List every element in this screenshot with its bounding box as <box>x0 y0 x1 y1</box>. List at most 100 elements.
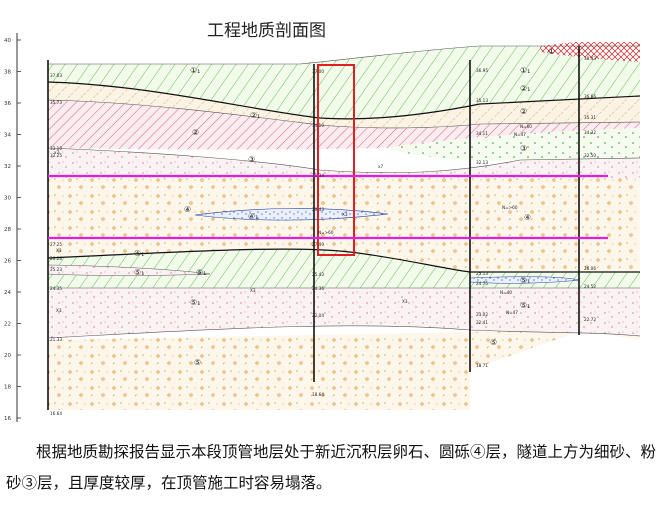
label-5-mid: ⑤ <box>194 358 201 367</box>
svg-text:35.13: 35.13 <box>476 98 488 103</box>
label-1: ① <box>548 47 555 56</box>
svg-text:24.75: 24.75 <box>476 281 488 286</box>
svg-text:X3: X3 <box>56 308 62 313</box>
svg-text:18.71: 18.71 <box>476 363 488 368</box>
svg-text:x7: x7 <box>378 164 383 169</box>
svg-text:25.43: 25.43 <box>312 272 324 277</box>
svg-text:18.64: 18.64 <box>312 392 324 397</box>
svg-text:24.52: 24.52 <box>584 284 596 289</box>
svg-text:N=47: N=47 <box>514 132 526 137</box>
svg-text:25.13: 25.13 <box>476 271 488 276</box>
axis-tick-label: 40 <box>4 38 11 44</box>
layer-2a <box>48 82 640 128</box>
svg-text:33.10: 33.10 <box>50 146 62 151</box>
label-2a-right: ②₁ <box>520 84 530 93</box>
svg-text:X3: X3 <box>56 248 62 253</box>
svg-text:22.72: 22.72 <box>584 317 596 322</box>
svg-text:N=47: N=47 <box>506 310 518 315</box>
svg-text:36.95: 36.95 <box>476 68 488 73</box>
axis-tick-label: 20 <box>4 353 11 359</box>
svg-text:N=>60: N=>60 <box>318 230 334 235</box>
label-4-right: ④ <box>524 213 531 222</box>
lens-5a-upper <box>47 264 211 276</box>
svg-text:38.43: 38.43 <box>584 56 596 61</box>
label-2-left: ② <box>192 128 199 137</box>
label-2a-mid: ②₁ <box>250 111 260 120</box>
lens-right <box>469 276 581 284</box>
svg-text:34.32: 34.32 <box>584 130 596 135</box>
label-5a-right-upper: ⑤₁ <box>520 276 530 285</box>
label-4a-left: ④₁ <box>134 249 144 258</box>
svg-text:N=60: N=60 <box>520 124 532 129</box>
elevation-axis: 40 38 36 34 32 30 28 26 24 22 20 18 16 <box>4 33 21 422</box>
svg-text:X3: X3 <box>342 212 348 217</box>
geological-section-figure: 工程地质剖面图 40 38 36 34 32 30 28 26 24 22 20 18 16 <box>4 21 641 422</box>
depth-labels: 37.03 35.73 33.10 32.25 27.25 26.28 25.2… <box>50 56 596 416</box>
svg-text:23.02: 23.02 <box>476 312 488 317</box>
svg-text:35.73: 35.73 <box>50 100 62 105</box>
jacking-shaft <box>317 64 355 256</box>
svg-text:22.04: 22.04 <box>312 313 324 318</box>
label-4a-lens: ④₁ <box>248 212 258 221</box>
svg-text:26.06: 26.06 <box>584 266 596 271</box>
layer-labels: ①₁ ①₁ ① ②₁ ②₁ ② ② ③ ③ ④ ④ ④₁ ④₁ ⑤₁ ⑤₁ ⑤₁… <box>134 47 555 367</box>
svg-text:35.31: 35.31 <box>584 115 596 120</box>
svg-text:29.43: 29.43 <box>312 207 324 212</box>
label-5a-small-2: ⑤₁ <box>196 268 206 277</box>
svg-text:24.35: 24.35 <box>50 286 62 291</box>
svg-text:N=40: N=40 <box>500 290 512 295</box>
svg-text:31.34: 31.34 <box>312 173 324 178</box>
svg-text:26.28: 26.28 <box>50 256 62 261</box>
svg-text:37.03: 37.03 <box>50 73 62 78</box>
layer-2 <box>48 100 640 150</box>
svg-text:32.13: 32.13 <box>476 160 488 165</box>
layer-3-green <box>385 128 640 161</box>
svg-text:16.64: 16.64 <box>50 411 62 416</box>
axis-tick-label: 18 <box>4 385 11 391</box>
layer-3 <box>48 148 640 178</box>
layer-4 <box>48 178 640 272</box>
axis-tick-label: 30 <box>4 196 11 202</box>
layer-5a <box>48 288 640 338</box>
layer-1 <box>540 42 640 62</box>
figure-caption: 根据地质勘探报告显示本段顶管地层处于新近沉积层卵石、圆砾④层，隧道上方为细砂、粉… <box>6 443 657 492</box>
layer-5 <box>48 310 640 410</box>
svg-text:22.41: 22.41 <box>476 320 488 325</box>
axis-tick-label: 32 <box>4 164 11 170</box>
axis-tick-label: 22 <box>4 322 11 328</box>
svg-text:37.00: 37.00 <box>312 69 324 74</box>
axis-tick-label: 26 <box>4 259 11 265</box>
label-2-right: ② <box>520 107 527 116</box>
svg-text:32.25: 32.25 <box>50 153 62 158</box>
svg-text:24.36: 24.36 <box>312 286 324 291</box>
label-5a-right: ⑤₁ <box>520 301 530 310</box>
lens-4a <box>194 208 389 221</box>
svg-text:x7: x7 <box>54 150 59 155</box>
axis-tick-label: 36 <box>4 101 11 107</box>
boreholes <box>47 46 580 410</box>
label-3-mid: ③ <box>248 155 255 164</box>
svg-text:X3: X3 <box>402 299 408 304</box>
label-4-left: ④ <box>184 205 191 214</box>
svg-text:X3: X3 <box>250 288 256 293</box>
svg-text:21.33: 21.33 <box>50 337 62 342</box>
label-1a-left: ①₁ <box>190 66 200 75</box>
axis-tick-label: 34 <box>4 133 11 139</box>
label-1a-right: ①₁ <box>520 66 530 75</box>
axis-tick-label: 16 <box>4 416 11 422</box>
axis-tick-label: 28 <box>4 227 11 233</box>
axis-tick-label: 38 <box>4 70 11 76</box>
label-3-right: ③ <box>520 144 527 153</box>
svg-text:34.11: 34.11 <box>476 131 488 136</box>
label-5a-small: ⑤₁ <box>134 268 144 277</box>
svg-text:27.49: 27.49 <box>312 242 324 247</box>
svg-text:32.50: 32.50 <box>584 153 596 158</box>
svg-text:34.10: 34.10 <box>312 123 324 128</box>
axis-tick-label: 24 <box>4 290 11 296</box>
svg-text:N=>60: N=>60 <box>502 205 518 210</box>
strata-layers <box>47 42 641 410</box>
figure-title: 工程地质剖面图 <box>207 21 326 41</box>
svg-text:36.66: 36.66 <box>584 94 596 99</box>
small-annotations: x7 x7 X3 X3 X3 X3 X3 N=60 N=>60 N=47 N=>… <box>54 124 532 315</box>
svg-text:25.23: 25.23 <box>50 267 62 272</box>
